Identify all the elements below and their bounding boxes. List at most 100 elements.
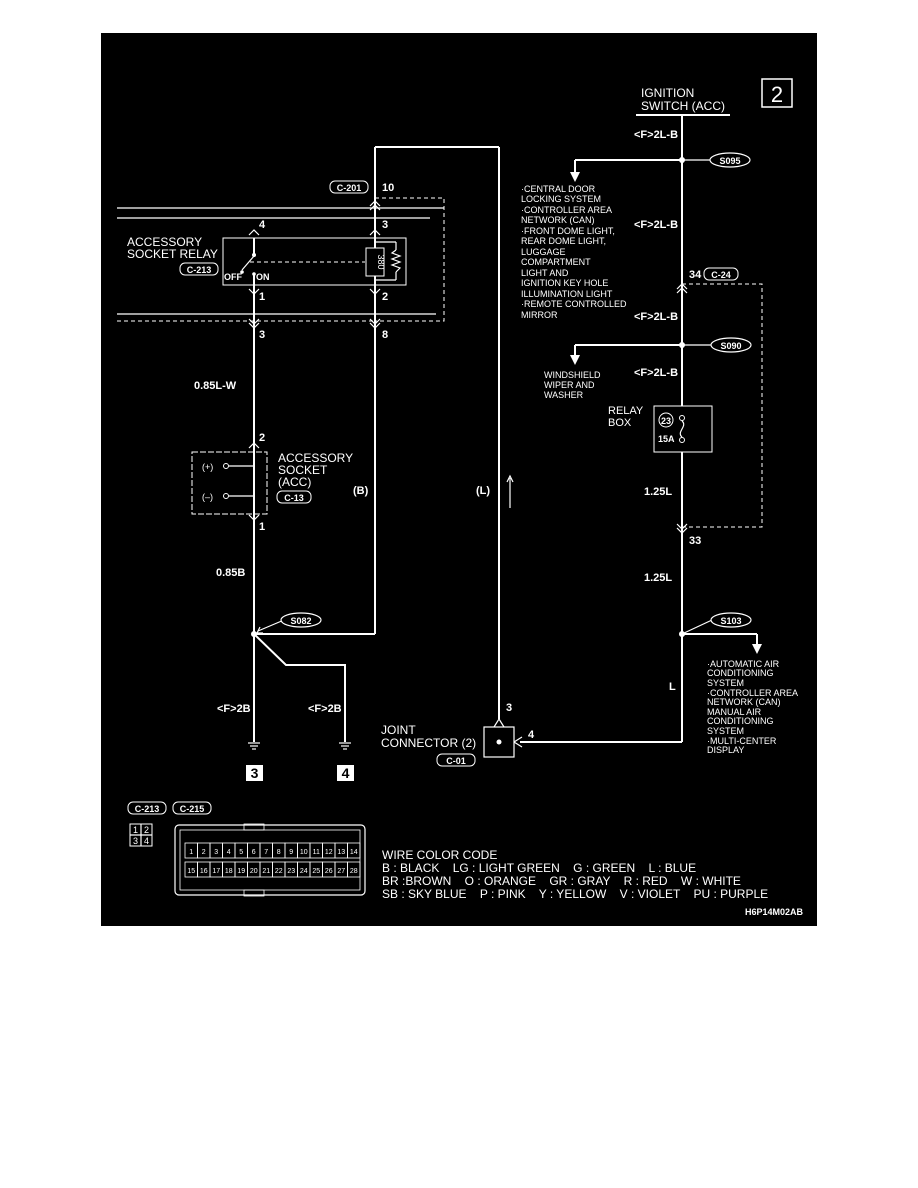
wire-085lw: 0.85L-W xyxy=(194,380,237,392)
c215-pin-label: 8 xyxy=(277,849,281,856)
c215-pin-label: 3 xyxy=(214,849,218,856)
splice-s082: S082 xyxy=(290,616,311,626)
fuse-terminal-top xyxy=(679,415,685,421)
splice-s095: S095 xyxy=(719,156,740,166)
c215-pin-label: 28 xyxy=(350,868,358,875)
diagram-panel xyxy=(101,33,817,926)
svg-text:CONDITIONING: CONDITIONING xyxy=(707,668,774,678)
connector-c33-chevron-icon xyxy=(676,523,688,534)
svg-text:WINDSHIELD: WINDSHIELD xyxy=(544,370,601,380)
svg-text:WIPER AND: WIPER AND xyxy=(544,380,595,390)
c215-pin-label: 5 xyxy=(239,849,243,856)
svg-text:SYSTEM: SYSTEM xyxy=(707,726,744,736)
wire-f2lb-3: <F>2L-B xyxy=(634,311,678,323)
c215-pin-label: 18 xyxy=(225,868,233,875)
c215-pin-label: 16 xyxy=(200,868,208,875)
wire-color-code-line-3: SB : SKY BLUE P : PINK Y : YELLOW V : VI… xyxy=(382,887,768,901)
pin-3a: 3 xyxy=(382,219,388,231)
pin-34: 34 xyxy=(689,269,702,281)
c215-pin-label: 26 xyxy=(325,868,333,875)
legend-c213: C-213 xyxy=(135,804,160,814)
connector-c13: C-13 xyxy=(284,493,304,503)
pin-2a: 2 xyxy=(382,291,388,303)
c215-pin-label: 25 xyxy=(312,868,320,875)
branch-s103-list: ·AUTOMATIC AIR CONDITIONING SYSTEM ·CONT… xyxy=(707,659,798,755)
ignition-switch-label-1: IGNITION xyxy=(641,86,694,100)
svg-text:CONDITIONING: CONDITIONING xyxy=(707,716,774,726)
c215-pin-label: 13 xyxy=(337,849,345,856)
s103-branch-arrow-icon xyxy=(752,644,762,654)
connector-c201: C-201 xyxy=(337,183,362,193)
svg-text:3: 3 xyxy=(133,836,138,846)
splice-s090: S090 xyxy=(720,341,741,351)
c215-pin-label: 24 xyxy=(300,868,308,875)
pin-8: 8 xyxy=(382,329,388,341)
svg-text:2: 2 xyxy=(144,825,149,835)
fuse-number: 23 xyxy=(661,416,671,426)
wire-color-code-line-1: B : BLACK LG : LIGHT GREEN G : GREEN L :… xyxy=(382,861,696,875)
wire-125l-2: 1.25L xyxy=(644,572,672,584)
svg-text:·CONTROLLER AREA: ·CONTROLLER AREA xyxy=(707,688,798,698)
svg-text:COMPARTMENT: COMPARTMENT xyxy=(521,257,591,267)
connector-c13-tag xyxy=(276,490,312,504)
connector-c01-tag xyxy=(436,753,476,767)
fuse-terminal-bottom xyxy=(679,437,685,443)
page-number-box xyxy=(761,78,793,108)
wire-f2lb-2: <F>2L-B xyxy=(634,219,678,231)
splice-s103: S103 xyxy=(720,616,741,626)
c215-pin-cell xyxy=(347,842,361,859)
relay-switch-arm xyxy=(241,255,255,271)
relay-label-2: SOCKET RELAY xyxy=(127,247,218,261)
branch-s090-list: WINDSHIELD WIPER AND WASHER xyxy=(544,370,601,400)
joint-connector-label-1: JOINT xyxy=(381,723,416,737)
socket-plus: (+) xyxy=(202,462,213,472)
c215-pin-cell xyxy=(347,861,361,878)
wire-125l-1: 1.25L xyxy=(644,486,672,498)
wire-color-code-title: WIRE COLOR CODE xyxy=(382,848,497,862)
wire-f2b-2: <F>2B xyxy=(308,703,342,715)
c215-pin-label: 14 xyxy=(350,849,358,856)
fuse-element xyxy=(679,420,685,438)
wire-l: L xyxy=(669,681,676,693)
svg-text:NETWORK (CAN): NETWORK (CAN) xyxy=(707,697,781,707)
accessory-socket-box xyxy=(191,451,268,515)
c215-pin-label: 19 xyxy=(237,868,245,875)
ground-4-icon xyxy=(339,742,351,750)
svg-text:·REMOTE CONTROLLED: ·REMOTE CONTROLLED xyxy=(521,299,627,309)
pin-33: 33 xyxy=(689,535,701,547)
svg-text:·MULTI-CENTER: ·MULTI-CENTER xyxy=(707,736,777,746)
ground-3-ref: 3 xyxy=(251,765,259,781)
relay-box-outline xyxy=(222,237,407,286)
splice-s090-tag xyxy=(710,337,752,353)
c215-pin-label: 12 xyxy=(325,849,333,856)
wire-mid-l: (L) xyxy=(476,485,490,497)
branch-s095-list: ·CENTRAL DOOR LOCKING SYSTEM ·CONTROLLER… xyxy=(521,184,627,320)
relay-coil xyxy=(365,247,385,277)
legend-c215: C-215 xyxy=(180,804,205,814)
wire-mid-b: (B) xyxy=(353,485,369,497)
socket-minus: (–) xyxy=(202,492,213,502)
c215-pin-label: 2 xyxy=(202,849,206,856)
svg-text:IGNITION KEY HOLE: IGNITION KEY HOLE xyxy=(521,278,608,288)
relay-coil-resistor-icon xyxy=(390,249,402,273)
svg-text:DISPLAY: DISPLAY xyxy=(707,745,744,755)
c215-pin-label: 20 xyxy=(250,868,258,875)
c215-pin-label: 9 xyxy=(289,849,293,856)
c215-pin-label: 15 xyxy=(187,868,195,875)
pin-10: 10 xyxy=(382,182,394,194)
connector-c24: C-24 xyxy=(711,270,731,280)
c215-pin-label: 21 xyxy=(262,868,270,875)
splice-s103-tag xyxy=(710,612,752,628)
c215-pin-label: 22 xyxy=(275,868,283,875)
svg-text:·AUTOMATIC AIR: ·AUTOMATIC AIR xyxy=(707,659,780,669)
wire-color-code-line-2: BR :BROWN O : ORANGE GR : GRAY R : RED W… xyxy=(382,874,741,888)
pin-4c: 4 xyxy=(528,729,535,741)
pin-3c: 3 xyxy=(506,702,512,714)
c215-pin-label: 11 xyxy=(313,849,320,856)
pin-2b: 2 xyxy=(259,432,265,444)
svg-text:1: 1 xyxy=(133,825,138,835)
fuse-number-circle xyxy=(658,412,674,428)
socket-label-2: SOCKET xyxy=(278,463,328,477)
